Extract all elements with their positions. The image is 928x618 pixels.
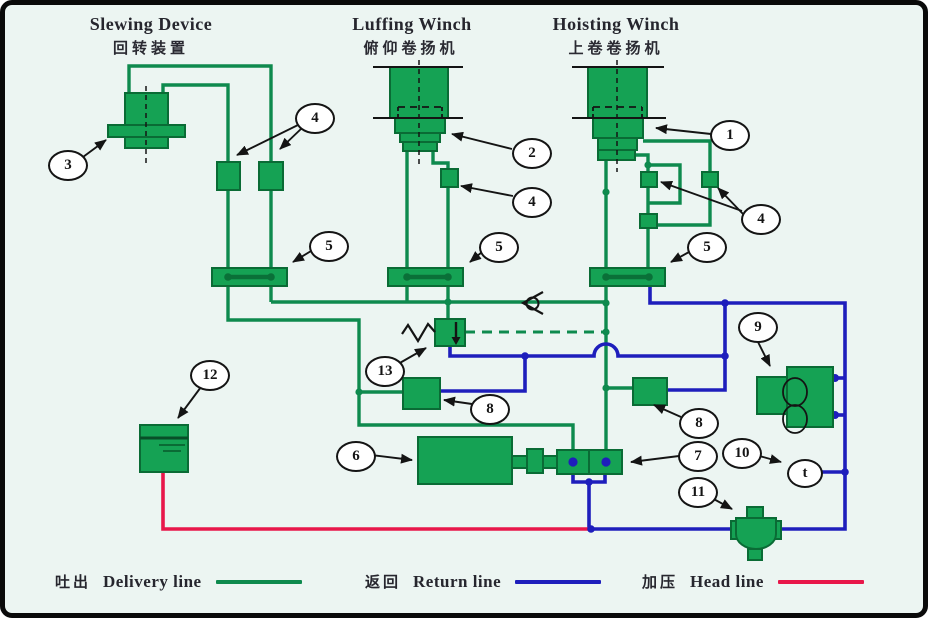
callout-7: 7 [678,441,718,472]
legend-return-en: Return line [413,571,502,591]
legend-return-line: 返回 Return line [365,571,602,592]
hoisting-winch-drum [587,66,648,161]
valve13-flow-arrow-icon [451,322,461,345]
components [107,66,834,561]
cooler-fan-bottom [782,404,808,434]
callout-8-left: 8 [470,394,510,425]
temperature-sensor: t [787,459,823,488]
title-hoisting-winch: Hoisting Winch [552,14,680,34]
legend-head-line: 加压 Head line [642,571,864,592]
callout-arrows [82,124,782,510]
callout-12: 12 [190,360,230,391]
return-valve13 [448,303,727,358]
return-valve8-right [667,357,727,392]
engine-6 [417,436,513,485]
line-hoisting-right-chain [636,153,650,270]
legend-head-swatch [777,579,864,584]
coupling [526,448,544,474]
pump-port-left [568,457,578,467]
callout-3: 3 [48,150,88,181]
bank-spool-lines [224,273,653,281]
head-line [161,470,591,531]
callout-5-right: 5 [687,232,727,263]
counterbalance-valve-hoisting-b [640,171,658,188]
callout-8-right: 8 [679,408,719,439]
centerline-dashes [145,60,618,172]
legend-delivery-zh: 吐出 [55,575,92,591]
oil-cooler-9 [756,366,834,434]
title-hoisting-winch-zh: 上卷卷扬机 [568,41,664,57]
line-slewing-right-to-pump [161,83,575,452]
line-hoisting-bypass [648,163,682,205]
legend-return-zh: 返回 [365,575,402,591]
oil-tank-12 [139,424,189,473]
machine-symbols [145,60,666,345]
callout-1: 1 [710,120,750,151]
junction-dots [355,161,849,533]
callout-11: 11 [678,477,718,508]
title-luffing-winch-zh: 俯仰卷扬机 [363,41,459,57]
line-luffing-right [431,150,450,321]
callout-5-middle: 5 [479,232,519,263]
callout-4-slewing: 4 [295,103,335,134]
delivery-lines [127,64,712,452]
shaft-a [511,455,528,469]
shaft-b [542,455,558,469]
callout-13: 13 [365,356,405,387]
check-valve-icon [520,291,544,315]
counterbalance-valve-slewing-a [216,161,241,191]
callout-4-hoisting: 4 [741,204,781,235]
return-valve8-left [440,357,527,393]
pilot-valve-8-left [402,377,441,410]
return-filter-11 [730,506,782,561]
counterbalance-valve-luffing [440,168,459,188]
legend-return-swatch [515,579,602,584]
cooler-fan-top [782,377,808,407]
pilot-valve-8-right [632,377,668,406]
callout-6: 6 [336,441,376,472]
callout-4-luffing: 4 [512,187,552,218]
pump-port-right [601,457,611,467]
unloading-valve-13 [434,318,466,347]
callout-10: 10 [722,438,762,469]
counterbalance-valve-slewing-b [258,161,284,191]
double-pump-7 [556,449,623,475]
legend-delivery-en: Delivery line [103,571,202,591]
legend-delivery-line: 吐出 Delivery line [55,571,302,592]
callout-2: 2 [512,138,552,169]
counterbalance-valve-hoisting-a [701,171,719,188]
callout-5-left: 5 [309,231,349,262]
callout-9: 9 [738,312,778,343]
head-tank-to-pump [161,470,591,531]
title-luffing-winch: Luffing Winch [352,14,472,34]
counterbalance-valve-hoisting-c [639,213,658,229]
slewing-motor [107,92,186,149]
legend-head-zh: 加压 [642,575,679,591]
title-slewing-device-zh: 回转装置 [112,41,190,57]
spring-icon [401,322,436,344]
legend-head-en: Head line [690,571,764,591]
winch-flange-lines [373,66,666,119]
legend-delivery-swatch [215,579,302,584]
title-slewing-device: Slewing Device [89,14,213,34]
